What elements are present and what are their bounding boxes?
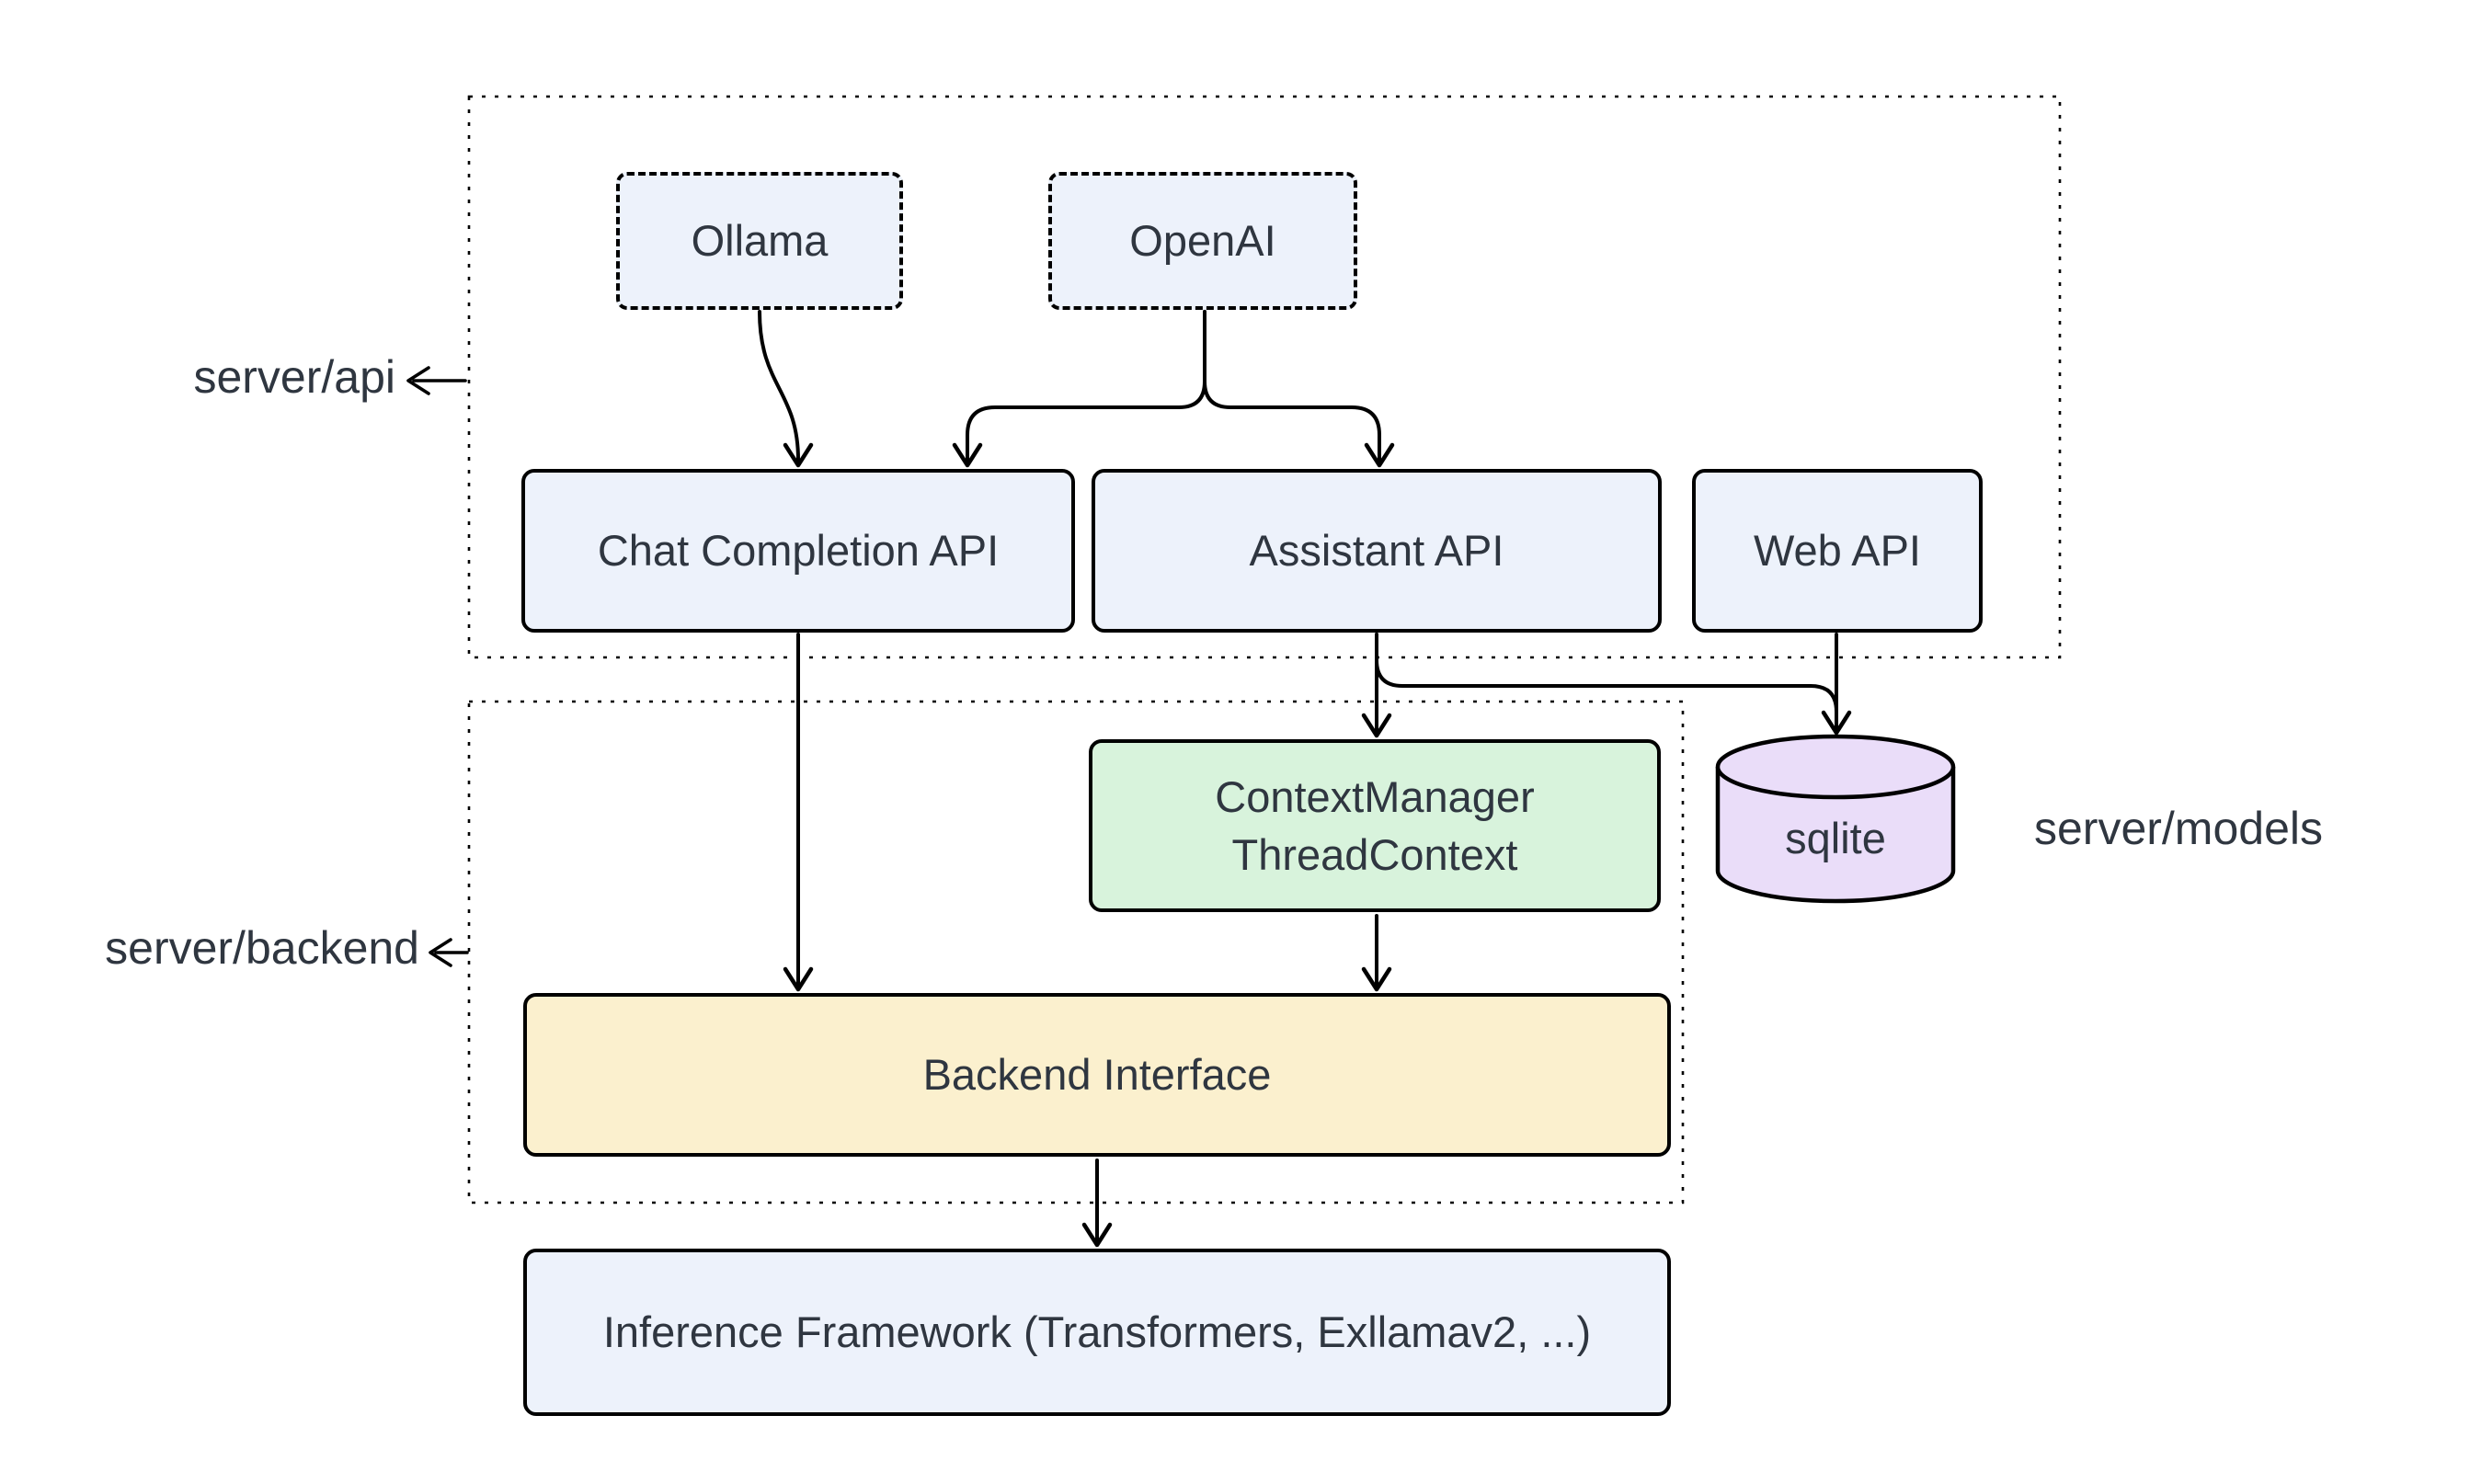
node-inference-framework-label: Inference Framework (Transformers, Exlla… <box>602 1307 1592 1357</box>
node-web-api-label: Web API <box>1753 526 1921 576</box>
node-ollama: Ollama <box>616 172 903 310</box>
server-backend-label: server/backend <box>105 922 419 974</box>
node-assistant-api-label: Assistant API <box>1249 526 1504 576</box>
node-context-manager-label: ContextManager ThreadContext <box>1215 768 1534 885</box>
sqlite-cylinder-top <box>1715 734 1956 800</box>
context-manager-line1: ContextManager <box>1215 771 1535 821</box>
arrowhead-server-backend-label <box>429 938 452 967</box>
node-sqlite-label: sqlite <box>1785 814 1886 862</box>
arrowhead-into-chat-api-left <box>783 442 814 468</box>
node-context-manager: ContextManager ThreadContext <box>1089 739 1661 912</box>
arrowhead-into-sqlite <box>1821 710 1852 736</box>
node-backend-interface-label: Backend Interface <box>922 1050 1272 1100</box>
node-web-api: Web API <box>1692 469 1983 633</box>
node-ollama-label: Ollama <box>691 216 829 266</box>
node-openai-label: OpenAI <box>1129 216 1276 266</box>
arrowhead-into-chat-api-right <box>952 442 983 468</box>
edge-ollama-to-chat-api <box>758 310 800 462</box>
arrowhead-into-context-manager <box>1361 713 1392 738</box>
edge-assistant-api-to-sqlite <box>1375 633 1838 729</box>
edge-openai-to-chat-api <box>966 310 1206 462</box>
context-manager-line2: ThreadContext <box>1231 830 1518 879</box>
server-api-label: server/api <box>193 351 395 403</box>
node-chat-completion-api-label: Chat Completion API <box>597 526 1000 576</box>
server-models-label: server/models <box>2034 803 2323 854</box>
server-backend-container <box>467 700 1685 1204</box>
node-backend-interface: Backend Interface <box>523 993 1671 1157</box>
sqlite-cylinder-body <box>1715 767 1956 904</box>
sqlite-cylinder <box>1715 734 1956 904</box>
arrowhead-server-api-label <box>406 366 430 395</box>
edge-openai-to-assistant-api <box>1203 310 1381 462</box>
arrowhead-into-backend-left <box>783 966 814 992</box>
node-assistant-api: Assistant API <box>1092 469 1662 633</box>
node-inference-framework: Inference Framework (Transformers, Exlla… <box>523 1249 1671 1416</box>
node-openai: OpenAI <box>1048 172 1357 310</box>
arrowhead-into-backend-right <box>1361 966 1392 992</box>
arrowhead-into-inference <box>1081 1222 1113 1248</box>
arrowhead-into-assistant-api <box>1364 442 1395 468</box>
node-chat-completion-api: Chat Completion API <box>521 469 1075 633</box>
